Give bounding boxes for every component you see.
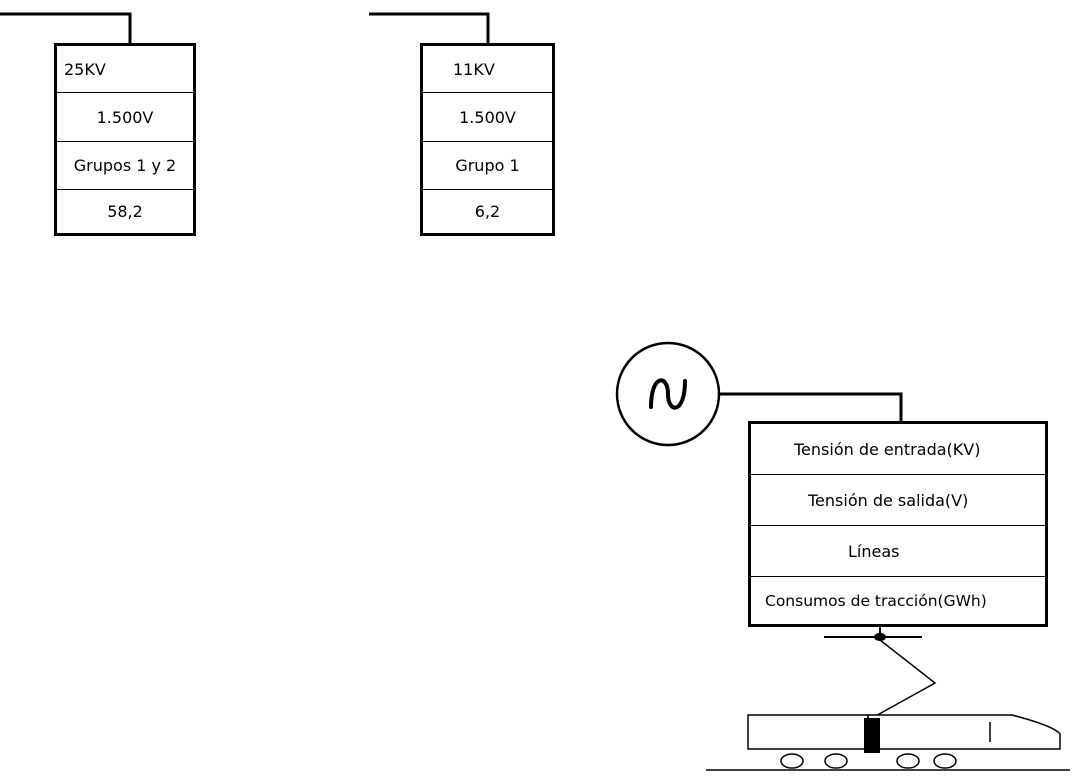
- substation-2-input-voltage-text: 11KV: [453, 59, 495, 79]
- substation-2-output-voltage-text: 1.500V: [459, 107, 516, 127]
- substation-1-output-voltage: 1.500V: [57, 92, 193, 141]
- substation-2-traction-consumption-text: 6,2: [474, 202, 501, 221]
- substation-table-1: 25KV 1.500V Grupos 1 y 2 58,2: [54, 43, 196, 236]
- legend-output-voltage-text: Tensión de salida(V): [808, 490, 969, 510]
- pantograph-icon: [824, 626, 937, 719]
- legend-traction-consumption-text: Consumos de tracción(GWh): [765, 591, 987, 610]
- substation-2-traction-consumption: 6,2: [423, 189, 552, 233]
- substation-1-traction-consumption-text: 58,2: [107, 202, 143, 221]
- substation-1-traction-consumption: 58,2: [57, 189, 193, 233]
- legend-lines-text: Líneas: [848, 541, 900, 561]
- substation-1-lines-text: Grupos 1 y 2: [73, 156, 177, 175]
- legend-input-voltage-text: Tensión de entrada(KV): [794, 439, 981, 459]
- substation-2-lines: Grupo 1: [423, 141, 552, 189]
- legend-table: Tensión de entrada(KV) Tensión de salida…: [748, 421, 1048, 627]
- feeder-line-2: [369, 12, 490, 45]
- substation-1-input-voltage-text: 25KV: [64, 59, 106, 79]
- substation-2-input-voltage: 11KV: [423, 46, 552, 92]
- feeder-line-1: [0, 12, 132, 45]
- legend-lines: Líneas: [751, 525, 1045, 576]
- supply-line: [719, 392, 903, 423]
- substation-1-output-voltage-text: 1.500V: [96, 107, 154, 127]
- legend-input-voltage: Tensión de entrada(KV): [751, 424, 1045, 474]
- substation-2-lines-text: Grupo 1: [455, 156, 520, 175]
- ac-source-icon: [615, 341, 721, 447]
- substation-1-lines: Grupos 1 y 2: [57, 141, 193, 189]
- legend-traction-consumption: Consumos de tracción(GWh): [751, 576, 1045, 624]
- legend-output-voltage: Tensión de salida(V): [751, 474, 1045, 525]
- train-icon: [706, 714, 1070, 771]
- substation-table-2: 11KV 1.500V Grupo 1 6,2: [420, 43, 555, 236]
- substation-1-input-voltage: 25KV: [57, 46, 193, 92]
- substation-2-output-voltage: 1.500V: [423, 92, 552, 141]
